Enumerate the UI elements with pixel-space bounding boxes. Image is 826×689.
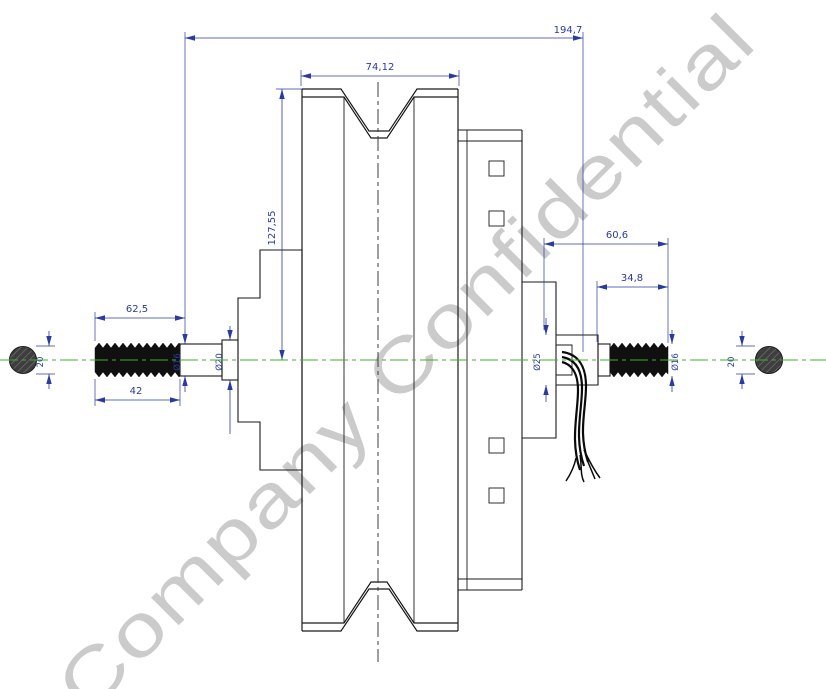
dim-overall-width-label: 194,7 <box>554 25 583 36</box>
casing-bolt <box>488 210 505 227</box>
dim-right-thread-length-label: 34,8 <box>621 273 643 284</box>
casing-bolt <box>488 437 505 454</box>
dimension-labels: 194,7 74,12 127,55 62,5 42 Ø16 Ø20 60,6 … <box>36 25 737 397</box>
dim-right-step-dia-label: Ø25 <box>532 353 543 371</box>
casing-bolt <box>488 160 505 177</box>
dim-left-end-flat-label: 20 <box>36 357 46 368</box>
cable-bundle <box>561 350 601 483</box>
dim-left-step-dia-label: Ø20 <box>214 353 225 371</box>
dim-left-axle-length-label: 62,5 <box>126 304 148 315</box>
dim-hub-radius-label: 127,55 <box>267 211 278 246</box>
dim-left-axle-dia-label: Ø16 <box>172 353 183 371</box>
dim-rim-width-label: 74,12 <box>366 62 395 73</box>
dim-right-axle-dia-label: Ø16 <box>670 353 681 371</box>
dim-right-end-flat <box>736 331 755 389</box>
dim-left-thread-length-label: 42 <box>130 386 143 397</box>
dimension-layer <box>36 32 755 434</box>
cable-strands <box>565 449 601 483</box>
casing-bolt <box>488 487 505 504</box>
dim-right-axle-length-label: 60,6 <box>606 230 628 241</box>
dim-left-end-flat <box>36 331 55 389</box>
dim-right-end-flat-label: 20 <box>727 357 737 368</box>
